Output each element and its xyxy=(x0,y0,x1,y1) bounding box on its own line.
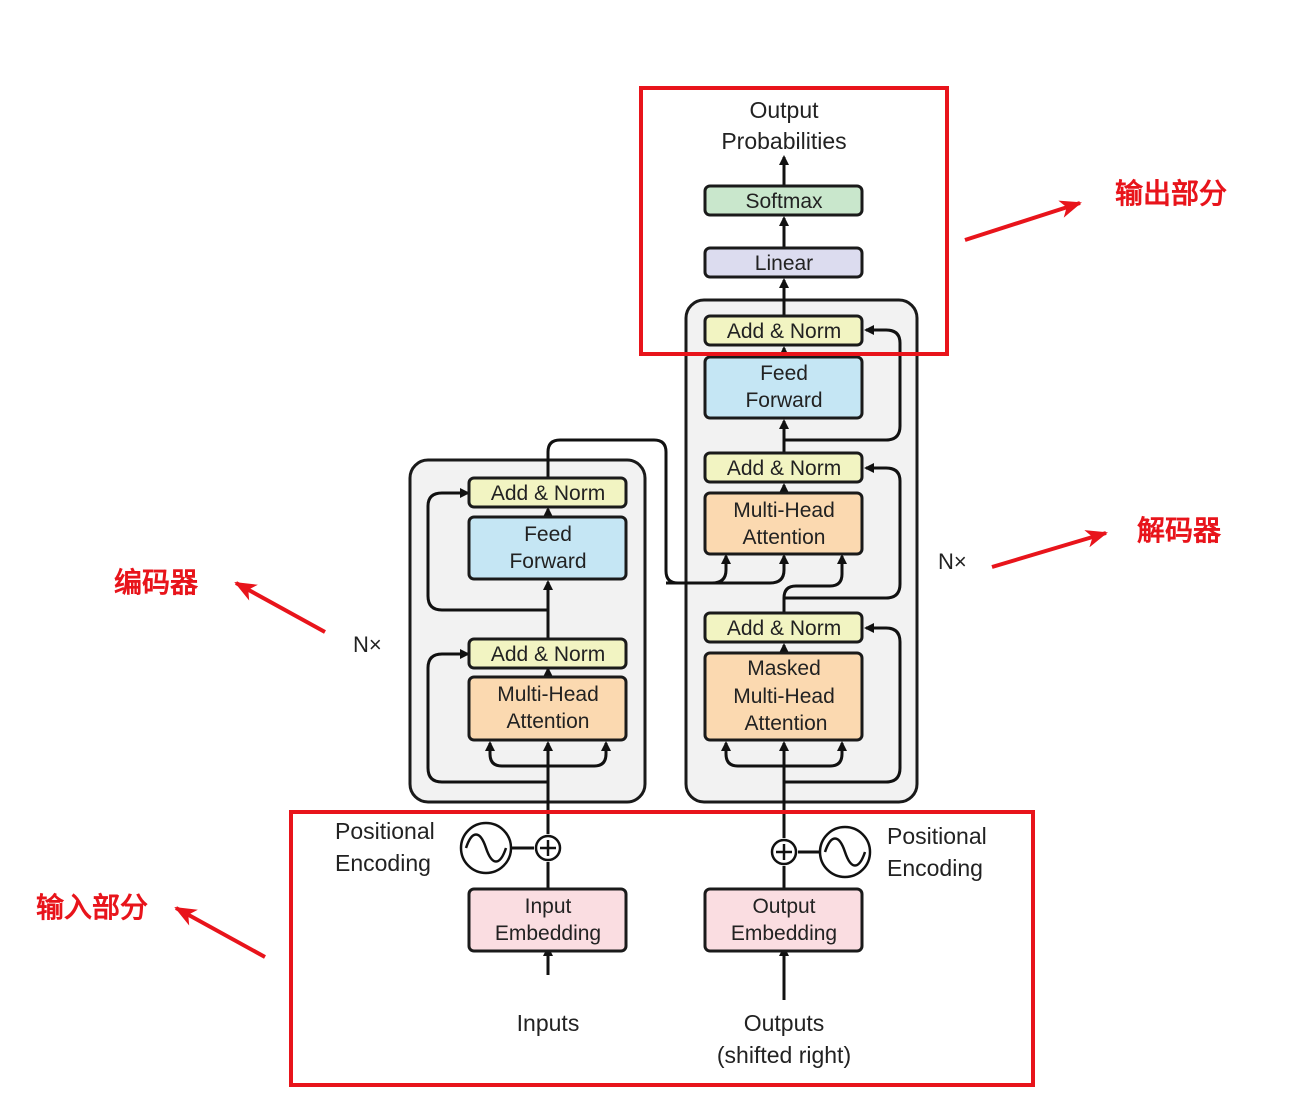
encoder-add-norm-2-label: Add & Norm xyxy=(491,482,605,505)
encoder-feed-forward xyxy=(467,515,628,581)
encoder-positional-encoding-line2: Encoding xyxy=(335,850,431,876)
encoder-arrow xyxy=(234,581,326,634)
encoder-feed-forward-line1: Feed xyxy=(524,523,572,546)
input-embedding-line1: Input xyxy=(525,895,572,918)
decoder-masked-attention-line1: Masked xyxy=(747,657,821,680)
encoder-add-norm-1-label: Add & Norm xyxy=(491,643,605,666)
decoder-cross-attention-line1: Multi-Head xyxy=(733,499,835,522)
decoder-cross-attention xyxy=(703,491,864,556)
decoder-sine-icon xyxy=(818,825,872,879)
linear-label: Linear xyxy=(755,252,813,275)
output-probabilities-line2: Probabilities xyxy=(721,128,846,154)
encoder-positional-encoding-line1: Positional xyxy=(335,818,435,844)
output-embedding-block xyxy=(703,887,864,953)
decoder-add-norm-1 xyxy=(703,611,864,644)
decoder-add-norm-2 xyxy=(703,451,864,484)
decoder-masked-attention xyxy=(703,651,864,742)
input-part-label: 输入部分 xyxy=(36,891,148,924)
inputs-label: Inputs xyxy=(517,1010,580,1036)
outputs-label-line1: Outputs xyxy=(744,1010,825,1036)
decoder-nx-label: N× xyxy=(938,549,967,574)
decoder-feed-forward xyxy=(703,355,864,420)
decoder-add-norm-3-label: Add & Norm xyxy=(727,320,841,343)
decoder-positional-encoding-line2: Encoding xyxy=(887,855,983,881)
input-embedding-line2: Embedding xyxy=(495,922,601,945)
outputs-label-line2: (shifted right) xyxy=(717,1042,851,1068)
encoder-self-attention-line1: Multi-Head xyxy=(497,683,599,706)
encoder-nx-label: N× xyxy=(353,632,382,657)
encoder-stack xyxy=(408,458,647,804)
decoder-cross-attention-line2: Attention xyxy=(743,526,826,549)
encoder-add-norm-2 xyxy=(467,476,628,509)
decoder-feed-forward-line2: Forward xyxy=(745,389,822,412)
output-part-box xyxy=(639,86,949,356)
output-embedding-line1: Output xyxy=(752,895,815,918)
decoder-positional-encoding-line1: Positional xyxy=(887,823,987,849)
encoder-add-circle xyxy=(534,834,562,862)
encoder-add-norm-1 xyxy=(467,637,628,670)
decoder-masked-attention-line3: Attention xyxy=(745,712,828,735)
decoder-masked-attention-line2: Multi-Head xyxy=(733,685,835,708)
input-part-arrow xyxy=(174,906,266,959)
output-probabilities-line1: Output xyxy=(749,97,819,123)
input-part-box xyxy=(289,810,1035,1087)
decoder-arrow xyxy=(991,530,1108,569)
decoder-add-norm-1-label: Add & Norm xyxy=(727,617,841,640)
encoder-sine-icon xyxy=(459,821,513,875)
output-part-arrow xyxy=(964,200,1082,242)
decoder-label: 解码器 xyxy=(1137,514,1222,547)
decoder-add-norm-2-label: Add & Norm xyxy=(727,457,841,480)
decoder-add-circle xyxy=(770,838,798,866)
decoder-feed-forward-line1: Feed xyxy=(760,362,808,385)
output-part-label: 输出部分 xyxy=(1115,177,1227,210)
input-embedding-block xyxy=(467,887,628,953)
decoder-add-norm-3 xyxy=(703,314,864,347)
encoder-label: 编码器 xyxy=(114,566,199,599)
encoder-feed-forward-line2: Forward xyxy=(509,550,586,573)
encoder-self-attention xyxy=(467,675,628,742)
softmax-label: Softmax xyxy=(745,190,823,213)
output-embedding-line2: Embedding xyxy=(731,922,837,945)
encoder-self-attention-line2: Attention xyxy=(507,710,590,733)
linear-block xyxy=(703,246,864,279)
softmax-block xyxy=(703,184,864,217)
